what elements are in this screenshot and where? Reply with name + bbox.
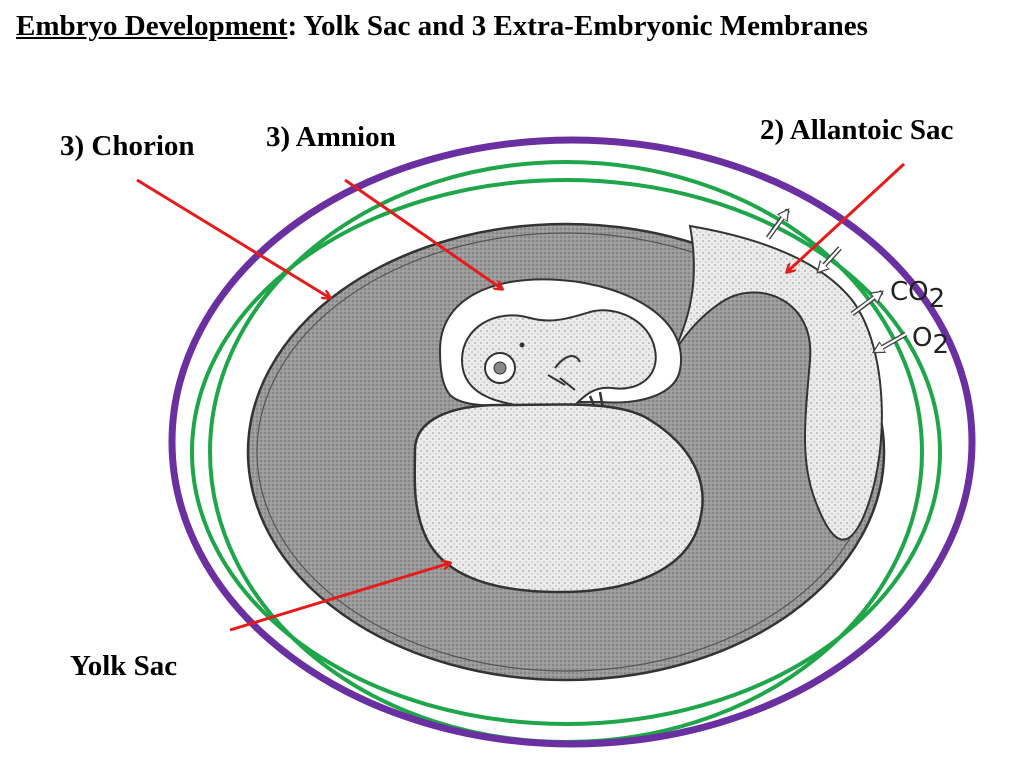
chorion-label: 3) Chorion bbox=[60, 130, 195, 162]
title-underlined: Embryo Development bbox=[16, 10, 288, 42]
inner-membrane-ring-2 bbox=[190, 178, 942, 726]
co2-label: CO2 bbox=[890, 277, 945, 314]
allantoic-sac-label: 2) Allantoic Sac bbox=[760, 114, 954, 146]
amnion-arrow bbox=[344, 178, 502, 289]
title-rest: : Yolk Sac and 3 Extra-Embryonic Membran… bbox=[287, 10, 868, 42]
gas-exchange-arrows bbox=[765, 210, 908, 355]
chorion-arrow bbox=[136, 178, 330, 298]
allantoic-arrow bbox=[787, 162, 906, 272]
o2-label: O2 bbox=[912, 323, 949, 360]
slide-title: Embryo Development: Yolk Sac and 3 Extra… bbox=[16, 10, 868, 43]
amnion-label: 3) Amnion bbox=[266, 121, 396, 153]
yolk-sac-label: Yolk Sac bbox=[70, 650, 178, 682]
yolk-arrow bbox=[229, 563, 450, 632]
outer-membrane-ring bbox=[168, 136, 976, 748]
yolk-sac-shape bbox=[413, 403, 704, 594]
